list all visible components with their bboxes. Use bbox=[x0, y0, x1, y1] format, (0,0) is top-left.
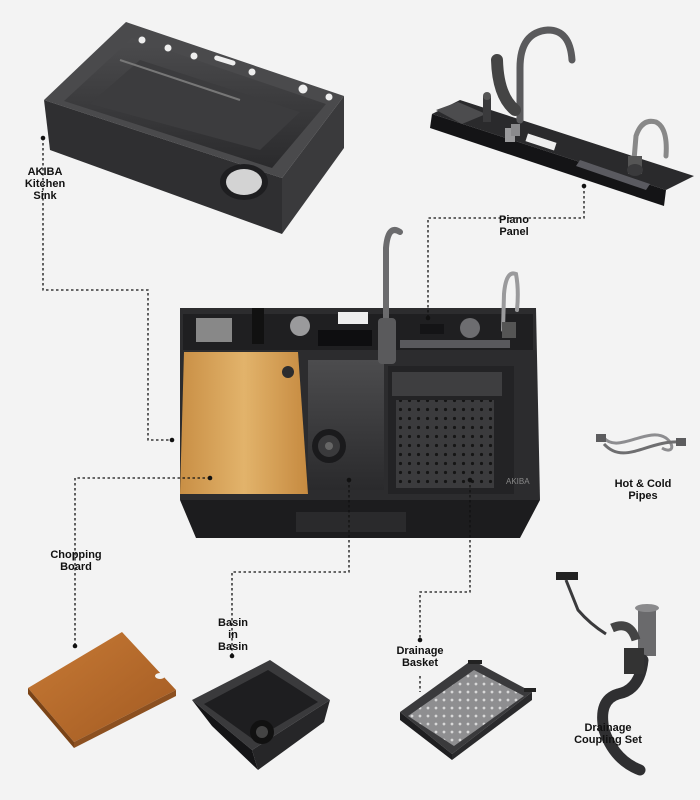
drainage-coupling-image bbox=[556, 572, 659, 776]
kitchen-sink-image bbox=[44, 22, 344, 234]
label-kitchen-sink: AKIBA Kitchen Sink bbox=[18, 166, 72, 202]
label-line: Panel bbox=[499, 226, 529, 238]
label-line: Pipes bbox=[628, 490, 658, 502]
chopping-board-image bbox=[28, 632, 176, 748]
label-drainage-basket: Drainage Basket bbox=[388, 645, 452, 669]
label-line: Basin bbox=[218, 641, 248, 653]
label-basin-in-basin: Basin in Basin bbox=[208, 617, 258, 653]
basin-in-basin-image bbox=[192, 660, 330, 770]
label-piano-panel: Piano Panel bbox=[492, 214, 536, 238]
label-line: Piano bbox=[499, 214, 529, 226]
label-line: Board bbox=[60, 561, 92, 573]
label-line: Drainage bbox=[396, 645, 444, 657]
label-line: in bbox=[228, 629, 238, 641]
label-line: Kitchen bbox=[24, 178, 66, 190]
label-line: Basin bbox=[218, 617, 248, 629]
label-line: Drainage bbox=[584, 722, 632, 734]
label-line: Coupling Set bbox=[574, 734, 642, 746]
label-line: AKIBA bbox=[27, 166, 63, 178]
main-sink-image: AKIBA bbox=[180, 227, 540, 538]
drainage-basket-image bbox=[400, 660, 536, 760]
sink-brand-mark: AKIBA bbox=[506, 477, 530, 486]
hot-cold-pipes-image bbox=[596, 433, 686, 455]
piano-panel-image bbox=[430, 26, 694, 206]
label-line: Hot & Cold bbox=[614, 478, 672, 490]
label-drainage-coupling-set: Drainage Coupling Set bbox=[568, 722, 648, 746]
label-line: Chopping bbox=[50, 549, 102, 561]
callout-connectors bbox=[40, 135, 587, 692]
label-chopping-board: Chopping Board bbox=[46, 549, 106, 573]
label-line: Sink bbox=[33, 190, 57, 202]
label-line: Basket bbox=[401, 657, 439, 669]
label-hot-cold-pipes: Hot & Cold Pipes bbox=[606, 478, 680, 502]
